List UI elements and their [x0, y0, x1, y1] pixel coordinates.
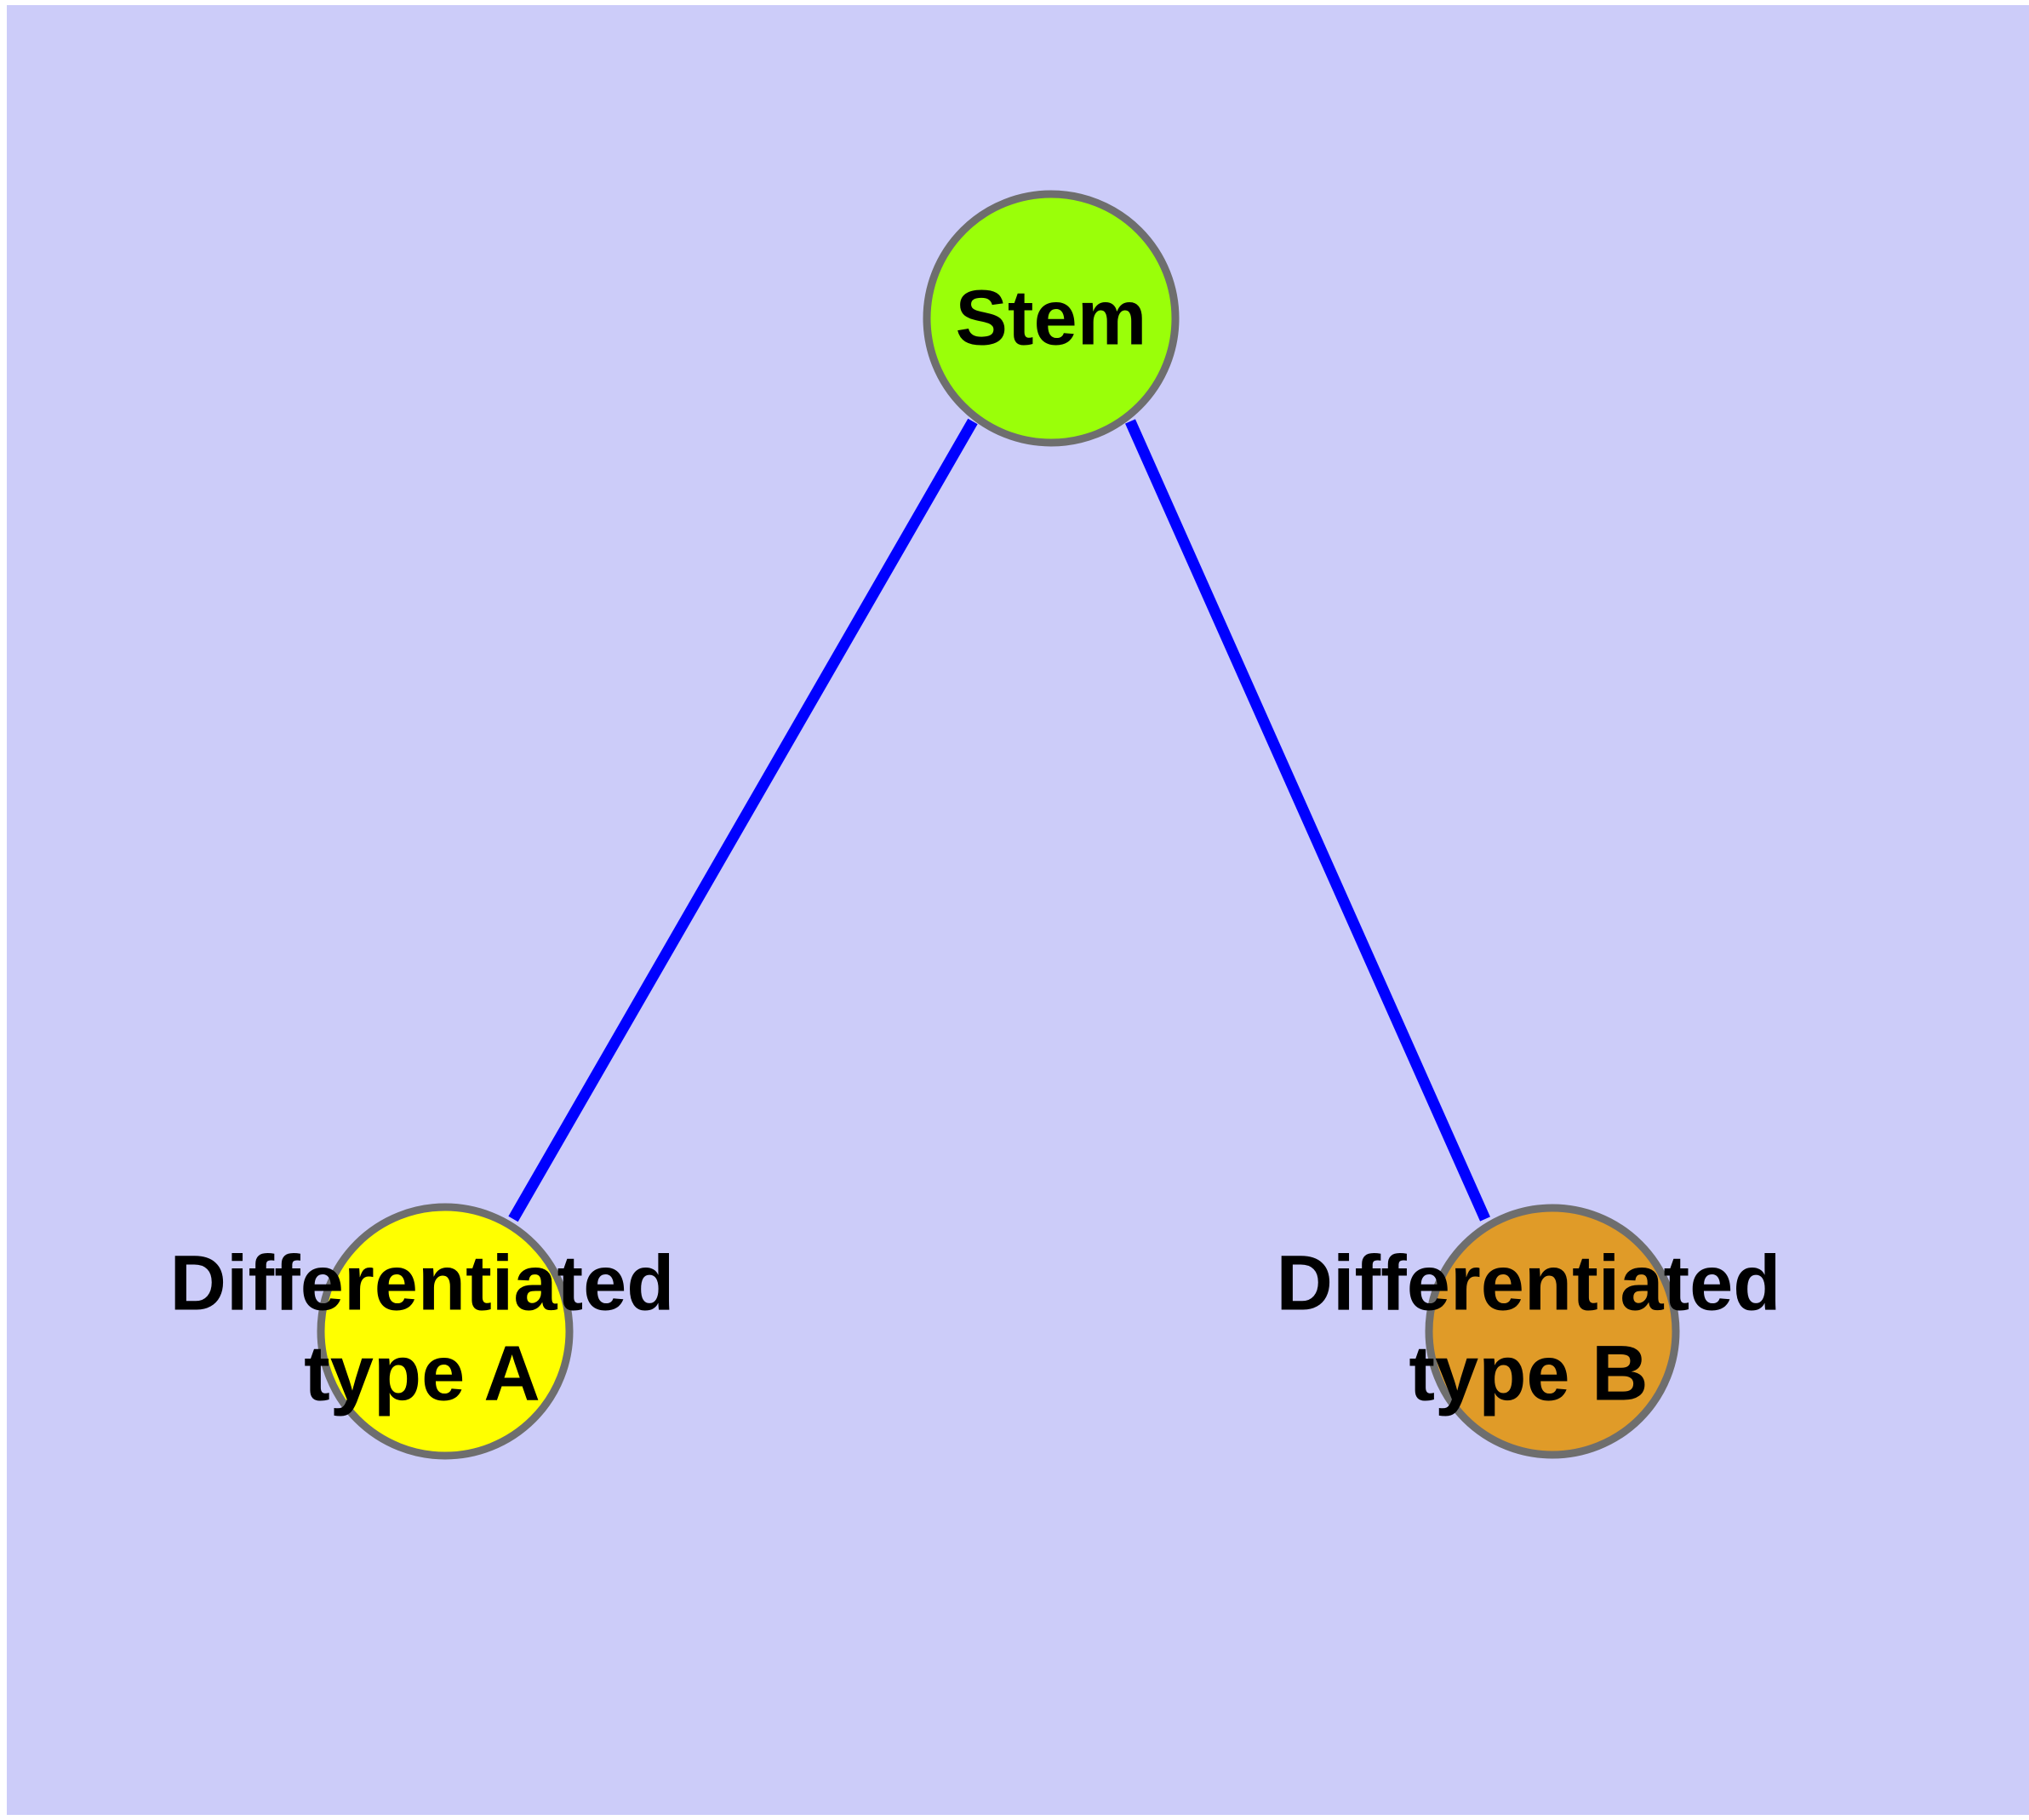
node-stem-circle[interactable] — [923, 190, 1180, 447]
edge-stem-to-differentiated-type-b[interactable] — [1125, 419, 1490, 1222]
node-differentiated-type-b-label-line1: Differentiated — [1277, 1239, 1781, 1326]
node-differentiated-type-a-circle[interactable] — [317, 1203, 574, 1460]
node-differentiated-type-b-label-line2: type B — [1409, 1330, 1648, 1417]
node-differentiated-type-a[interactable]: Differentiated type A — [170, 1203, 675, 1460]
node-differentiated-type-b-circle[interactable] — [1425, 1204, 1680, 1459]
node-differentiated-type-a-label-line2: type A — [304, 1330, 540, 1417]
node-differentiated-type-b[interactable]: Differentiated type B — [1277, 1204, 1781, 1459]
edge-group — [508, 418, 1490, 1222]
node-stem[interactable]: Stem — [923, 190, 1180, 447]
node-stem-label: Stem — [956, 274, 1147, 361]
edge-stem-to-differentiated-type-a[interactable] — [508, 418, 978, 1222]
node-differentiated-type-a-label-line1: Differentiated — [170, 1239, 675, 1326]
